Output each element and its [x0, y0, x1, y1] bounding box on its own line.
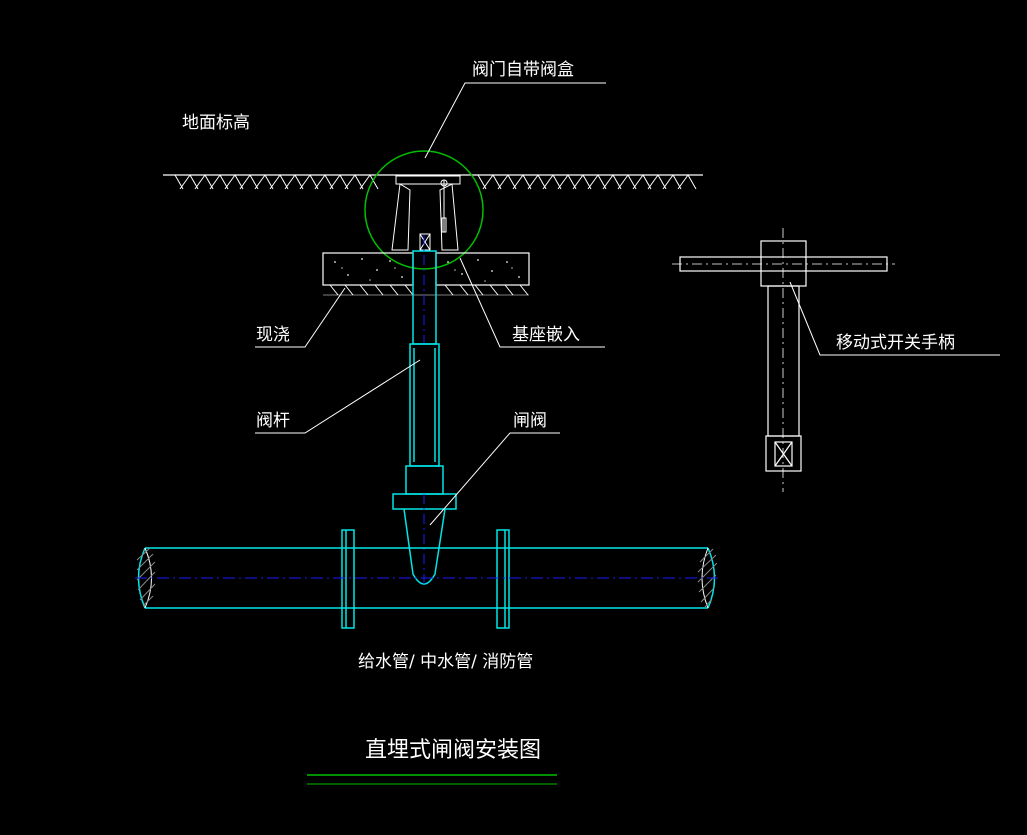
- label-pipe: 给水管/ 中水管/ 消防管: [358, 652, 533, 672]
- label-valve-box: 阀门自带阀盒: [472, 60, 574, 80]
- label-movable-handle: 移动式开关手柄: [836, 333, 955, 353]
- label-cast-in-place: 现浇: [256, 325, 290, 345]
- label-valve-stem: 阀杆: [256, 411, 290, 431]
- pipe: [135, 529, 718, 629]
- concrete-base: [322, 252, 530, 296]
- leader-valve-box: [424, 82, 606, 159]
- label-base-embedded: 基座嵌入: [512, 325, 580, 345]
- leader-base-embedded: [459, 257, 605, 348]
- gate-valve: [403, 494, 446, 588]
- movable-handle: [672, 228, 895, 492]
- label-ground-level: 地面标高: [182, 113, 250, 133]
- label-gate-valve: 闸阀: [513, 411, 547, 431]
- leader-movable-handle: [789, 281, 1000, 356]
- leader-gate-valve: [429, 432, 560, 526]
- leader-cast-in-place: [255, 287, 346, 348]
- valve-stem: [392, 235, 457, 510]
- ground-line: [163, 174, 703, 190]
- drawing-title: 直埋式闸阀安装图: [365, 738, 541, 763]
- leader-valve-stem: [255, 359, 421, 434]
